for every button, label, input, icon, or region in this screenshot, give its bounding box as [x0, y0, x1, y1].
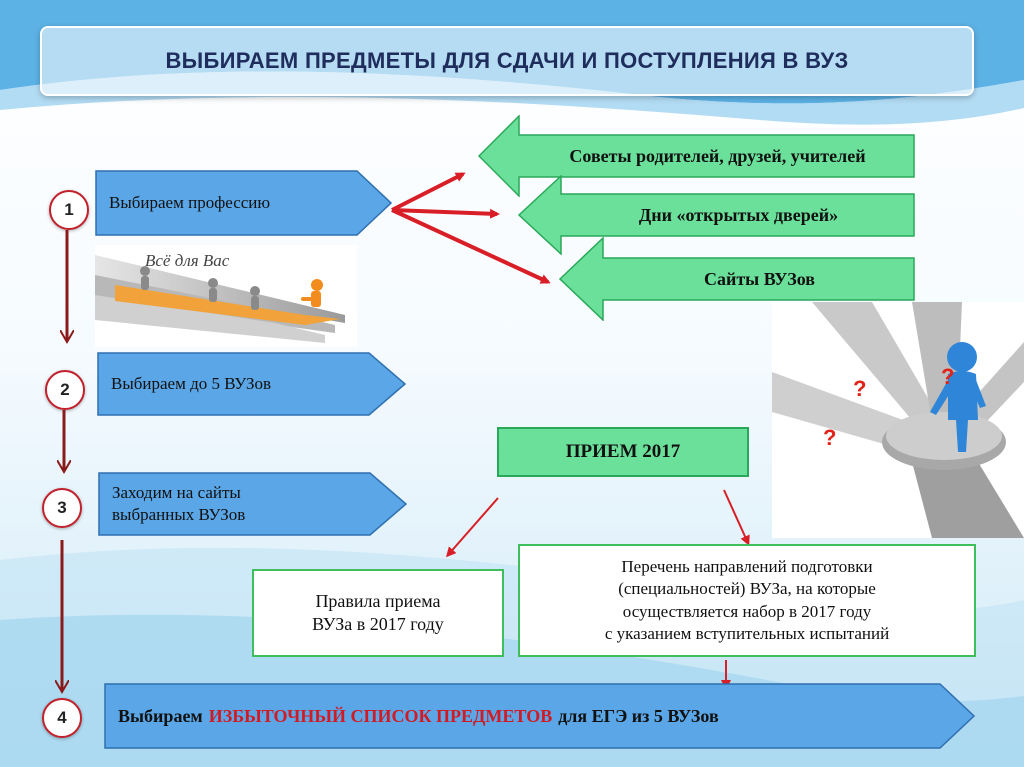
final-highlight: ИЗБЫТОЧНЫЙ СПИСОК ПРЕДМЕТОВ: [208, 705, 553, 726]
runners-caption: Всё для Вас: [145, 251, 230, 270]
step-2-arrow: Выбираем до 5 ВУЗов: [97, 352, 407, 416]
blue-arrow-shape: [97, 352, 407, 416]
step-3-line-1: Заходим на сайты: [112, 482, 241, 502]
blue-arrow-shape: [98, 472, 408, 536]
runners-illustration: Всё для Вас: [95, 245, 357, 347]
step-2-label: Выбираем до 5 ВУЗов: [111, 374, 272, 393]
step-3-circle: 3: [42, 488, 82, 528]
blue-arrow-shape: [95, 170, 392, 236]
directions-line-1: Перечень направлений подготовки: [621, 557, 873, 577]
directions-list-box: Перечень направлений подготовки (специал…: [518, 544, 976, 657]
directions-line-2: (специальностей) ВУЗа, на которые: [618, 579, 876, 599]
step-4-circle: 4: [42, 698, 82, 738]
rules-line-1: Правила приема: [315, 590, 441, 611]
question-mark-2: ?: [941, 364, 955, 389]
green-arrow-shape: [518, 175, 915, 255]
crossroads-illustration: [772, 302, 1024, 538]
admission-rules-box: Правила приема ВУЗа в 2017 году: [252, 569, 504, 657]
directions-line-3: осуществляется набор в 2017 году: [622, 601, 872, 621]
step-4-arrow: [104, 683, 976, 749]
runners-drawing: [95, 255, 345, 343]
source-sites-label: Сайты ВУЗов: [703, 268, 816, 289]
source-advice-label: Советы родителей, друзей, учителей: [569, 145, 866, 166]
step-2-circle: 2: [45, 370, 85, 410]
step-4-label: Выбираем ИЗБЫТОЧНЫЙ СПИСОК ПРЕДМЕТОВ для…: [118, 685, 719, 747]
blue-arrow-shape: [104, 683, 976, 749]
final-suffix: для ЕГЭ из 5 ВУЗов: [558, 705, 719, 726]
source-arrow-advice: Советы родителей, друзей, учителей: [478, 115, 916, 197]
admission-2017-box: ПРИЕМ 2017: [497, 427, 749, 477]
step-3-label: Заходим на сайты выбранных ВУЗов: [112, 472, 378, 536]
rules-line-2: ВУЗа в 2017 году: [312, 614, 444, 634]
source-arrow-sites: Сайты ВУЗов: [559, 237, 916, 321]
source-open-days-label: Дни «открытых дверей»: [638, 204, 839, 225]
step-1-label: Выбираем профессию: [109, 193, 271, 212]
source-arrow-open-days: Дни «открытых дверей»: [518, 175, 916, 255]
step-1-arrow: Выбираем профессию: [95, 170, 392, 236]
final-prefix: Выбираем: [118, 705, 203, 726]
step-3-line-2: выбранных ВУЗов: [112, 505, 246, 524]
slide-title: ВЫБИРАЕМ ПРЕДМЕТЫ ДЛЯ СДАЧИ И ПОСТУПЛЕНИ…: [40, 26, 974, 96]
question-mark-3: ?: [823, 425, 837, 450]
question-mark-1: ?: [853, 376, 867, 401]
step-1-circle: 1: [49, 190, 89, 230]
green-arrow-shape: [559, 237, 915, 321]
crossroads-drawing: [772, 302, 1024, 538]
step-3-arrow: Заходим на сайты выбранных ВУЗов: [98, 472, 408, 536]
green-arrow-shape: [478, 115, 915, 197]
directions-line-4: с указанием вступительных испытаний: [604, 623, 890, 643]
